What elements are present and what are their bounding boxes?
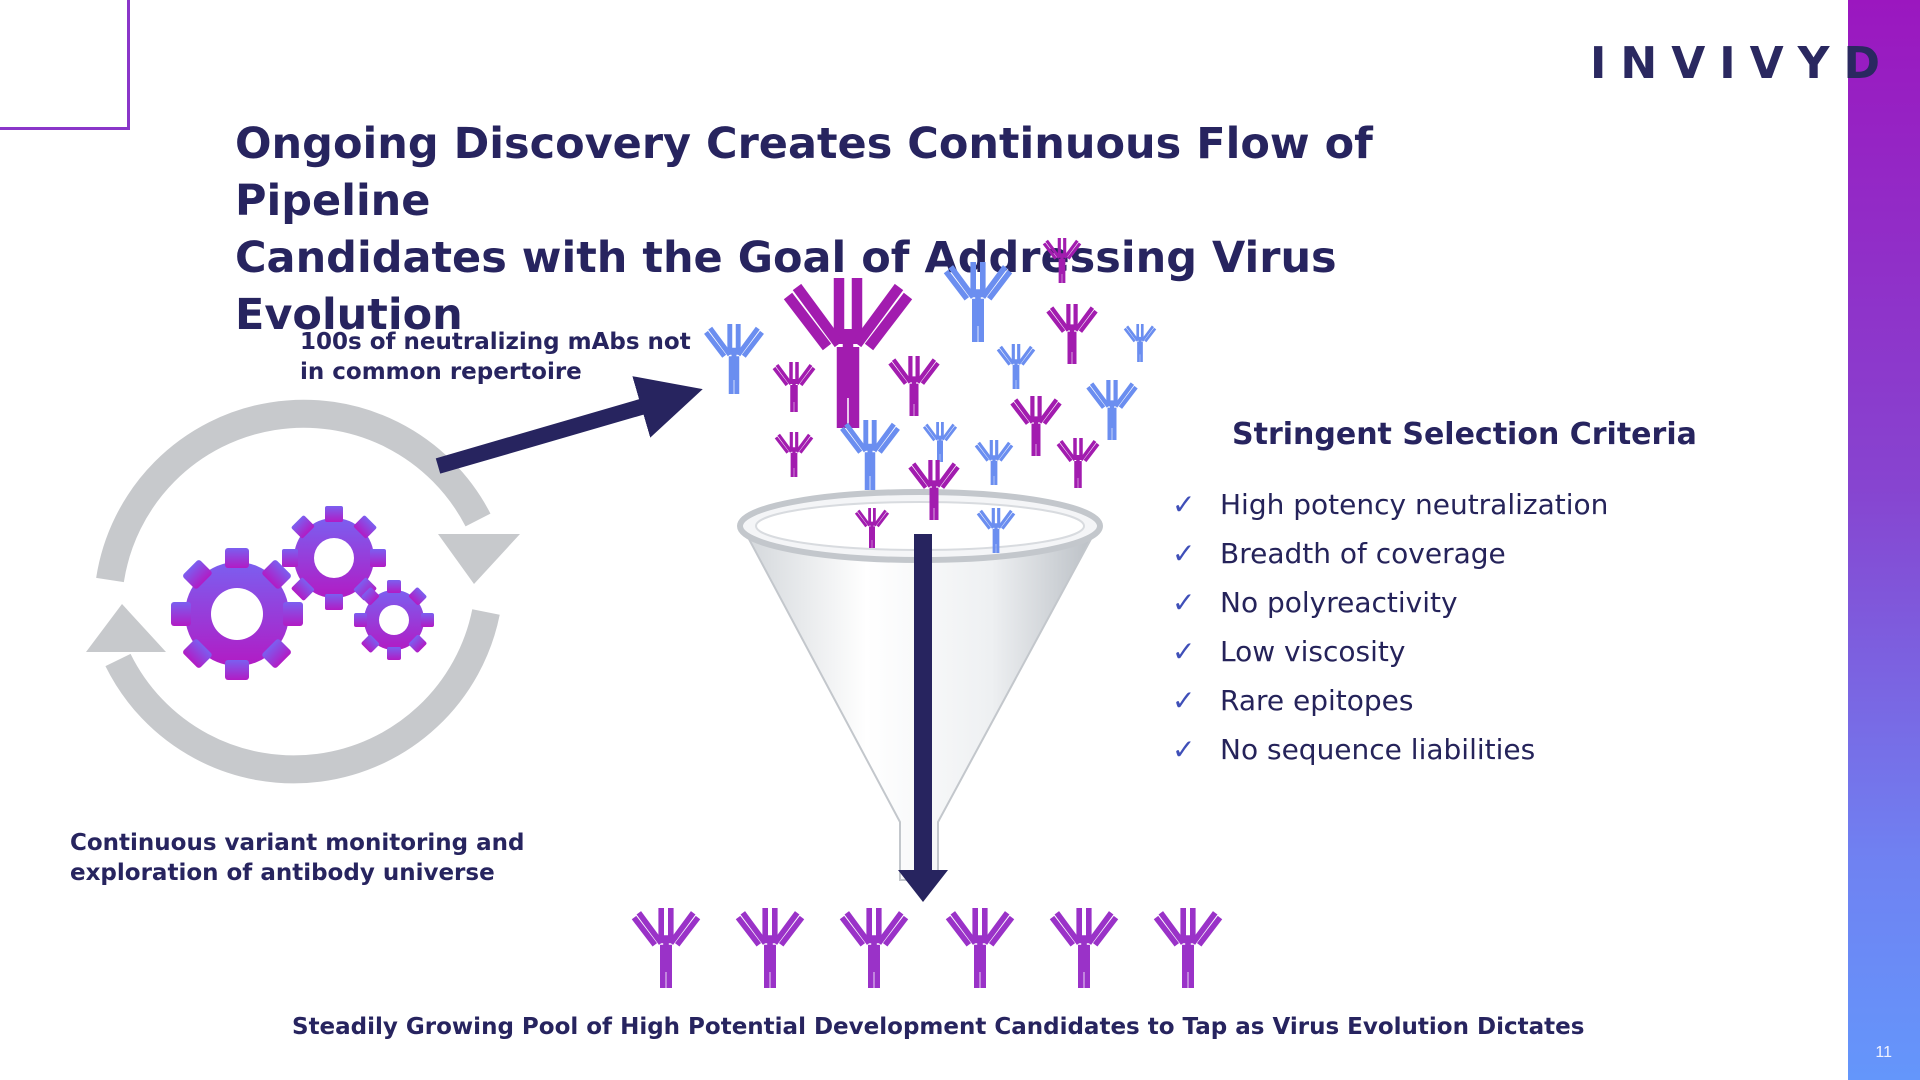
invivyd-logo: INVIVYD	[1590, 38, 1895, 89]
antibody-icon	[1056, 436, 1100, 490]
criteria-item: ✓Breadth of coverage	[1172, 537, 1506, 570]
check-icon: ✓	[1172, 537, 1196, 570]
title-line-1: Ongoing Discovery Creates Continuous Flo…	[235, 119, 1373, 226]
criteria-item: ✓High potency neutralization	[1172, 488, 1609, 521]
antibody-icon	[974, 438, 1014, 487]
footer-label: Steadily Growing Pool of High Potential …	[292, 1014, 1585, 1040]
antibody-icon	[772, 360, 816, 414]
antibody-icon	[1012, 396, 1060, 456]
antibody-icon	[1052, 908, 1116, 988]
check-icon: ✓	[1172, 635, 1196, 668]
antibody-icon	[774, 430, 814, 479]
antibody-icon	[996, 342, 1036, 391]
cycle-arrowhead-left	[86, 604, 166, 652]
criteria-item: ✓No sequence liabilities	[1172, 733, 1536, 766]
antibody-icon	[842, 908, 906, 988]
criteria-item: ✓Rare epitopes	[1172, 684, 1414, 717]
antibody-icon	[1088, 380, 1136, 440]
brand-sidebar: 11	[1848, 0, 1920, 1080]
page-number: 11	[1875, 1044, 1892, 1061]
antibody-icon	[788, 278, 908, 428]
antibody-icon	[738, 908, 802, 988]
antibody-icon	[948, 908, 1012, 988]
discovery-arrow	[435, 376, 703, 474]
title-line-2: Candidates with the Goal of Addressing V…	[235, 233, 1337, 340]
check-icon: ✓	[1172, 733, 1196, 766]
cycle-arrows-icon	[96, 399, 500, 784]
check-icon: ✓	[1172, 586, 1196, 619]
monitoring-label: Continuous variant monitoring and explor…	[70, 830, 525, 886]
funnel-arrow-head	[898, 870, 948, 902]
antibody-icon	[922, 420, 958, 464]
corner-bracket	[0, 0, 130, 130]
criteria-title: Stringent Selection Criteria	[1232, 417, 1697, 452]
antibody-icon	[706, 324, 762, 394]
antibody-icon	[1042, 236, 1082, 285]
gears-icon	[171, 506, 434, 680]
cycle-arrowhead-right	[438, 534, 520, 584]
antibody-icon	[634, 908, 698, 988]
antibody-icon	[1048, 304, 1096, 364]
slide-title: Ongoing Discovery Creates Continuous Flo…	[235, 116, 1555, 344]
check-icon: ✓	[1172, 684, 1196, 717]
antibody-icon	[946, 262, 1010, 342]
criteria-list: ✓High potency neutralization ✓Breadth of…	[1172, 480, 1608, 774]
criteria-item: ✓Low viscosity	[1172, 635, 1406, 668]
antibody-icon	[890, 356, 938, 416]
antibody-icon	[1123, 322, 1157, 364]
criteria-item: ✓No polyreactivity	[1172, 586, 1458, 619]
mabs-label: 100s of neutralizing mAbs not in common …	[300, 329, 691, 385]
diagram-artwork	[86, 236, 1848, 1080]
check-icon: ✓	[1172, 488, 1196, 521]
antibody-icon	[1156, 908, 1220, 988]
candidate-pool	[634, 908, 1220, 988]
antibody-icon	[842, 420, 898, 490]
